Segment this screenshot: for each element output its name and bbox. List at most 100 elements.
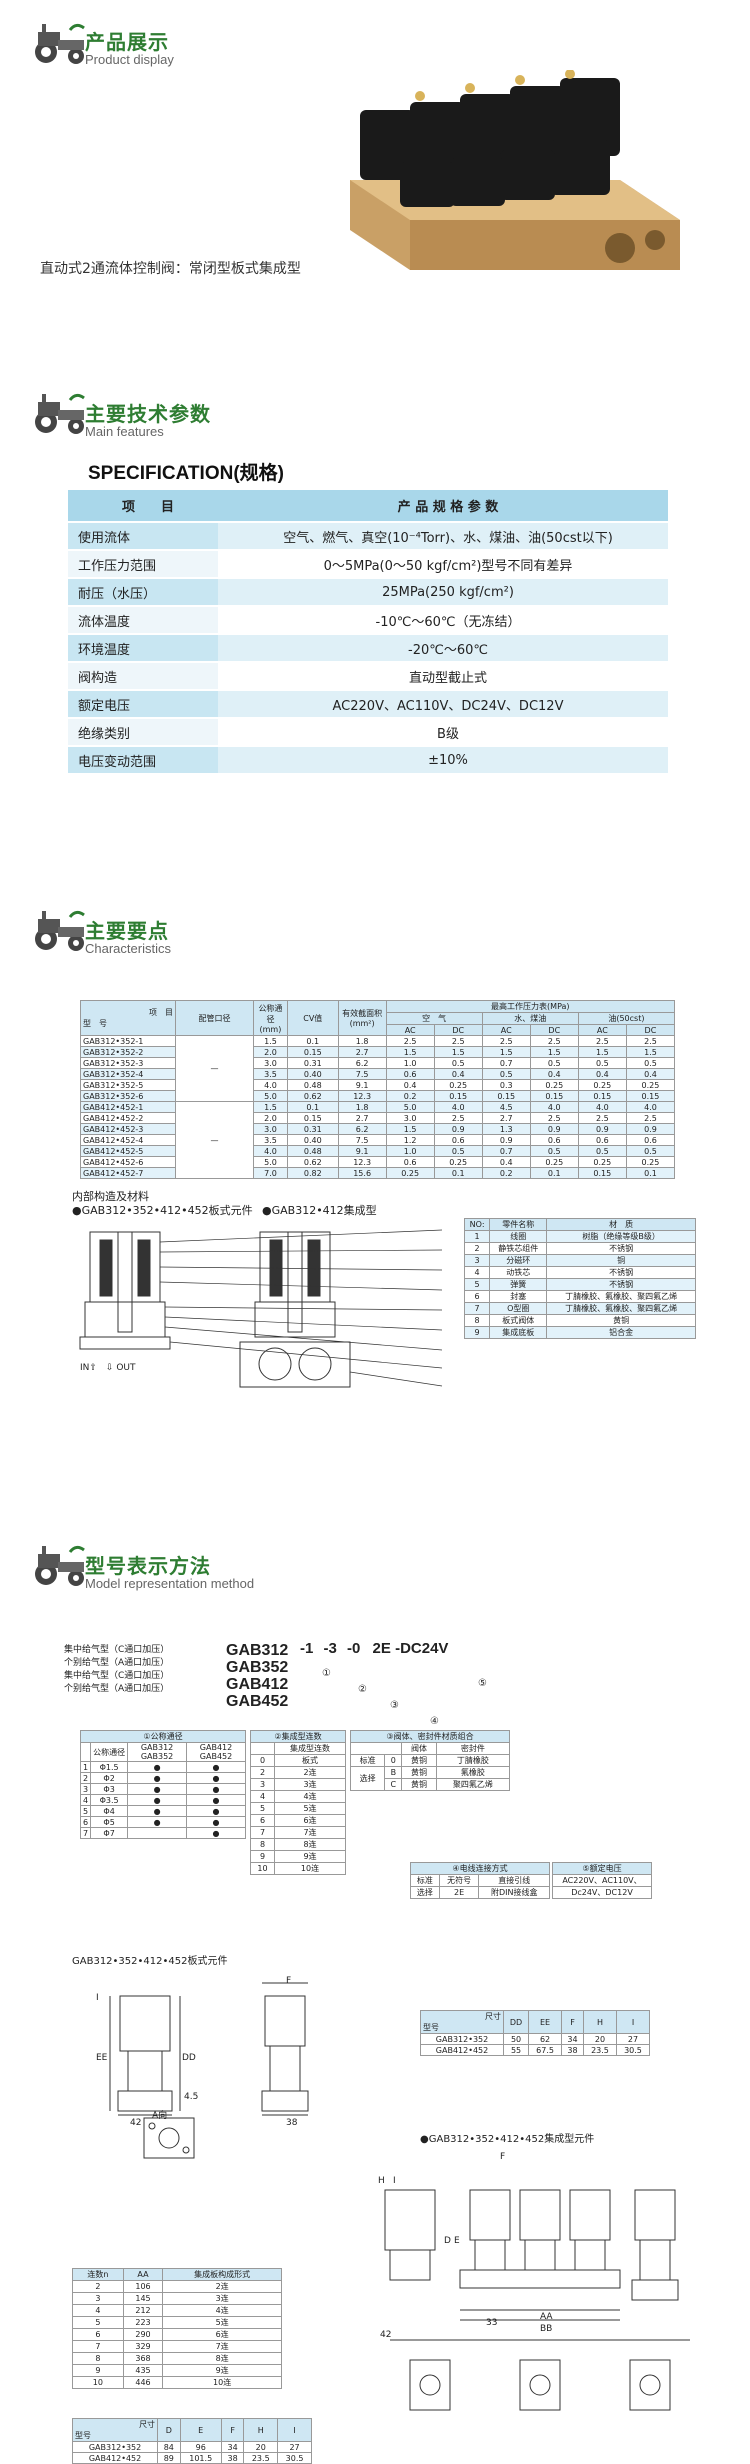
char-model: GAB312•352-4 bbox=[80, 1068, 176, 1080]
model-code-segments: -1 -3 -0 2E -DC24V bbox=[300, 1640, 448, 1657]
char-cell: 0.5 bbox=[433, 1057, 483, 1069]
char-cell: 1.5 bbox=[481, 1046, 531, 1058]
t2-row-cell: 7连 bbox=[273, 1826, 347, 1839]
t2-row-cell: 7 bbox=[250, 1826, 275, 1839]
char-cell: 0.25 bbox=[433, 1079, 483, 1091]
char-cell: 0.15 bbox=[286, 1046, 339, 1058]
t4-opt: 选择 bbox=[410, 1886, 440, 1899]
conn-row-cell: 368 bbox=[122, 2352, 164, 2365]
conn-row-cell: 329 bbox=[122, 2340, 164, 2353]
spec-row-value: 0～5MPa(0～50 kgf/cm²)型号不同有差异 bbox=[218, 550, 668, 579]
plate-dimension-title: GAB312•352•412•452板式元件 bbox=[72, 1956, 228, 1967]
dim-label: I bbox=[393, 2176, 396, 2186]
conn-col: 连数n bbox=[72, 2268, 124, 2281]
t1-row-cell: 2 bbox=[79, 1772, 92, 1784]
char-model: GAB412•452-2 bbox=[80, 1112, 176, 1124]
char-cell: 0.62 bbox=[286, 1156, 339, 1168]
char-cell: 0.2 bbox=[481, 1167, 531, 1179]
dim-label: 4.5 bbox=[184, 2092, 199, 2102]
dim-col: F bbox=[561, 2010, 584, 2034]
conn-row-cell: 7连 bbox=[162, 2340, 282, 2353]
col-dc: DC bbox=[529, 1024, 579, 1036]
code-mark-2: ② bbox=[358, 1684, 367, 1695]
t4-desc: 附DIN接线盒 bbox=[478, 1886, 550, 1899]
dim-label: DD bbox=[182, 2053, 196, 2063]
parts-mat: 铜 bbox=[546, 1254, 696, 1267]
char-cell: 1.5 bbox=[385, 1123, 435, 1135]
char-cell: 2.5 bbox=[433, 1112, 483, 1124]
char-cell: 12.3 bbox=[337, 1156, 387, 1168]
t4-code: 2E bbox=[438, 1886, 480, 1899]
char-cell: 1.5 bbox=[252, 1101, 288, 1113]
spec-row-value: 25MPa(250 kgf/cm²) bbox=[218, 578, 668, 607]
char-cell: 4.0 bbox=[625, 1101, 676, 1113]
char-cell: 0.1 bbox=[286, 1035, 339, 1047]
col-ac: AC bbox=[481, 1024, 531, 1036]
t1-row-cell: 4 bbox=[79, 1794, 92, 1806]
hdr-size: 尺寸 bbox=[485, 2012, 502, 2021]
conn-row-cell: 106 bbox=[122, 2280, 164, 2293]
parts-name: 集成底板 bbox=[489, 1326, 548, 1339]
col-air: 空 气 bbox=[385, 1012, 483, 1025]
char-cell: 2.5 bbox=[433, 1035, 483, 1047]
t2-row-cell: 4 bbox=[250, 1790, 275, 1803]
parts-name: 静铁芯组件 bbox=[489, 1242, 548, 1255]
spec-row-value: ±10% bbox=[218, 746, 668, 775]
hdr-size: 尺寸 bbox=[139, 2420, 156, 2429]
section-subtitle-characteristics: Characteristics bbox=[85, 941, 171, 956]
parts-col-material: 材 质 bbox=[546, 1218, 696, 1231]
dim2-row-cell: 23.5 bbox=[243, 2452, 279, 2464]
char-cell: 2.5 bbox=[577, 1035, 627, 1047]
col-item: 项 目 bbox=[149, 1008, 173, 1017]
dim-col: I bbox=[615, 2010, 651, 2034]
char-cell: 0.4 bbox=[433, 1068, 483, 1080]
char-cell: 1.5 bbox=[529, 1046, 579, 1058]
conn-row-cell: 223 bbox=[122, 2316, 164, 2329]
char-cell: 0.15 bbox=[481, 1090, 531, 1102]
dim-col: DD bbox=[503, 2010, 530, 2034]
code-seg-4: 2E bbox=[372, 1640, 391, 1657]
model-supply-notes: 集中给气型（C通口加压） 个别给气型（A通口加压） 集中给气型（C通口加压） 个… bbox=[64, 1644, 169, 1696]
hdr-model: 型号 bbox=[75, 2431, 91, 2440]
parts-mat: 黄铜 bbox=[546, 1314, 696, 1327]
char-cell: 0.25 bbox=[625, 1156, 676, 1168]
construction-subtitle-manifold: ●GAB312•412集成型 bbox=[262, 1204, 377, 1217]
tractor-icon bbox=[35, 1545, 85, 1586]
model-name: GAB352 bbox=[226, 1659, 289, 1676]
dim1-row-cell: 62 bbox=[528, 2033, 563, 2045]
t2-row-cell: 6连 bbox=[273, 1814, 347, 1827]
t2-col-count: 集成型连数 bbox=[273, 1742, 347, 1755]
char-cell: 0.31 bbox=[286, 1123, 339, 1135]
dim-label: F bbox=[286, 1976, 292, 1986]
char-cell: 0.9 bbox=[625, 1123, 676, 1135]
char-cell: 4.0 bbox=[252, 1079, 288, 1091]
dim-col: F bbox=[220, 2418, 245, 2442]
conn-row-cell: 212 bbox=[122, 2304, 164, 2317]
char-cell: 0.3 bbox=[481, 1079, 531, 1091]
dim-col: H bbox=[583, 2010, 617, 2034]
spec-row-label: 额定电压 bbox=[68, 690, 218, 719]
char-cell: 0.6 bbox=[529, 1134, 579, 1146]
t1-row-cell: ● bbox=[186, 1783, 246, 1795]
char-cell: 2.0 bbox=[252, 1112, 288, 1124]
parts-name: 线圈 bbox=[489, 1230, 548, 1243]
code-table-voltage: ⑤额定电压 AC220V、AC110V、 Dc24V、DC12V bbox=[552, 1862, 652, 1899]
dim-label: 38 bbox=[286, 2118, 298, 2128]
manifold-valve-photo bbox=[350, 70, 680, 270]
char-cell: 0.2 bbox=[385, 1090, 435, 1102]
spec-row-label: 环境温度 bbox=[68, 634, 218, 663]
t1-row-cell: 7 bbox=[79, 1827, 92, 1839]
char-cell: 1.5 bbox=[433, 1046, 483, 1058]
